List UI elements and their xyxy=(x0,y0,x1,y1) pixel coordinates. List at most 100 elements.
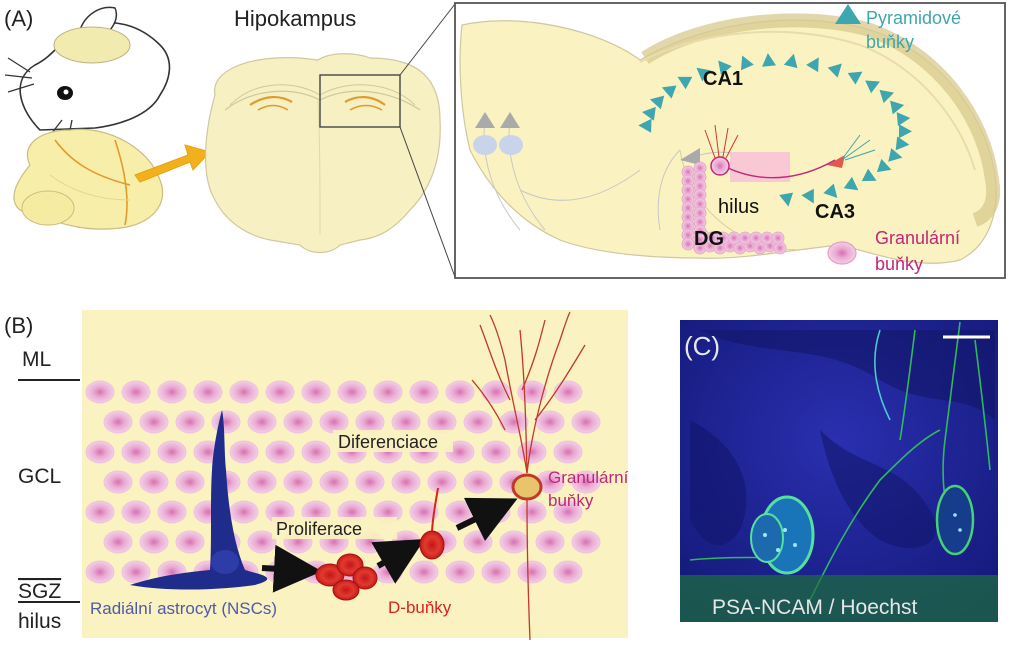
layer-gcl-label: GCL xyxy=(18,465,61,488)
gcl-granule-cell xyxy=(157,380,187,404)
gcl-granule-cell xyxy=(427,470,457,494)
gcl-granule-cell xyxy=(247,530,277,554)
gcl-granule-cell xyxy=(103,410,133,434)
pyramidal-cell xyxy=(801,188,814,204)
gcl-granule-cell xyxy=(283,410,313,434)
dg-granule-cell xyxy=(771,231,785,245)
gcl-granule-cell xyxy=(139,410,169,434)
gcl-granule-cell xyxy=(463,470,493,494)
pyramidal-cell xyxy=(638,118,652,133)
gcl-granule-cell xyxy=(85,380,115,404)
panel-a: (A) Hipokampus xyxy=(4,2,1006,279)
pyramidal-cell xyxy=(865,80,880,94)
granular-legend-icon xyxy=(827,241,857,265)
pyramidal-cell xyxy=(661,85,677,99)
pyramidal-cell xyxy=(741,55,754,71)
orange-arrow xyxy=(134,144,211,183)
pyramidal-cell xyxy=(847,71,863,85)
granular-cells-label-1: Granulární xyxy=(548,468,629,487)
gcl-granule-cell xyxy=(499,530,529,554)
gcl-granule-cell xyxy=(481,440,511,464)
pyramidal-cell xyxy=(898,124,912,139)
layer-hilus-label: hilus xyxy=(18,610,61,633)
panel-c-label: (C) xyxy=(684,331,720,361)
gcl-granule-cell xyxy=(571,530,601,554)
dg-granule-cell xyxy=(681,237,695,251)
radial-astrocyte-label: Radiální astrocyt (NSCs) xyxy=(90,599,277,618)
gcl-granule-cell xyxy=(463,530,493,554)
pyramidal-cell xyxy=(879,89,894,104)
gcl-granule-cell xyxy=(463,410,493,434)
gcl-granule-cell xyxy=(319,470,349,494)
radial-astrocyte xyxy=(130,410,268,590)
gcl-granule-cell xyxy=(355,410,385,434)
pyramidal-cell xyxy=(779,192,794,207)
pyramidal-cell xyxy=(762,53,777,67)
gcl-granule-cell xyxy=(211,410,241,434)
pyramidal-cell xyxy=(827,63,842,78)
gcl-granule-cell xyxy=(139,470,169,494)
dg-granule-cell xyxy=(760,231,774,245)
dentate-gyrus-granule-cells xyxy=(681,161,787,255)
gcl-granule-cell xyxy=(517,560,547,584)
gcl-granule-cell xyxy=(445,380,475,404)
pyramidal-cell xyxy=(641,106,656,121)
pyramidal-cell xyxy=(783,53,798,69)
panel-b: (B) ML GCL SGZ hilus xyxy=(4,310,629,641)
pyramidal-cell xyxy=(895,136,910,151)
gcl-granule-cell xyxy=(121,380,151,404)
gcl-granule-cell xyxy=(103,470,133,494)
gcl-granule-cell xyxy=(409,380,439,404)
gcl-granule-cell xyxy=(337,380,367,404)
pyramidal-cell xyxy=(890,100,905,115)
gcl-granule-cell xyxy=(157,500,187,524)
ca3-label: CA3 xyxy=(815,201,855,223)
hippocampus-detail: CA1 CA3 hilus DG Pyramidové buňky Granul… xyxy=(459,4,1001,274)
granular-label-2: buňky xyxy=(875,254,923,274)
d-cells-label: D-buňky xyxy=(388,598,452,617)
coronal-brain-section xyxy=(204,3,456,278)
mouse-head-illustration xyxy=(4,6,171,143)
gcl-granule-cell xyxy=(553,560,583,584)
granular-cells-label-2: buňky xyxy=(548,491,594,510)
pyramidal-label-1: Pyramidové xyxy=(866,8,961,28)
gcl-granule-cell xyxy=(301,440,331,464)
dg-granule-cell xyxy=(738,231,752,245)
gcl-granule-cell xyxy=(265,440,295,464)
gcl-granule-cell xyxy=(157,440,187,464)
gcl-granule-cell xyxy=(175,470,205,494)
gcl-granule-cell xyxy=(517,500,547,524)
gcl-granule-cell xyxy=(121,560,151,584)
ca1-label: CA1 xyxy=(703,68,743,90)
pyramidal-cell xyxy=(861,168,877,182)
gcl-granule-cell xyxy=(355,470,385,494)
dg-label: DG xyxy=(694,228,724,250)
gcl-granule-cell xyxy=(175,410,205,434)
dg-granule-cell xyxy=(727,231,741,245)
pyramidal-cell xyxy=(896,112,911,127)
gcl-granule-cell xyxy=(103,530,133,554)
gcl-granule-cell xyxy=(265,380,295,404)
gcl-granule-cell xyxy=(139,530,169,554)
gcl-granule-cell xyxy=(319,410,349,434)
gcl-granule-cell xyxy=(409,560,439,584)
pyramidal-cell xyxy=(843,176,859,191)
gcl-granule-cell xyxy=(445,560,475,584)
gcl-granule-cell xyxy=(121,440,151,464)
labeled-cells xyxy=(750,484,975,575)
gcl-granule-cell xyxy=(373,380,403,404)
micrograph-texture xyxy=(690,330,995,549)
lineage-arrows xyxy=(261,497,518,593)
gcl-granule-cell xyxy=(193,380,223,404)
panel-c-caption: PSA-NCAM / Hoechst xyxy=(712,596,918,619)
panel-a-title: Hipokampus xyxy=(234,6,356,31)
differentiation-label: Diferenciace xyxy=(338,432,438,452)
hilus-label: hilus xyxy=(718,196,759,218)
pyramidal-cell xyxy=(696,67,711,82)
proliferation-label: Proliferace xyxy=(276,519,362,539)
zoom-box xyxy=(319,74,401,128)
pyramidal-label-2: buňky xyxy=(866,32,914,52)
gcl-granule-cell xyxy=(391,410,421,434)
gcl-granule-cell xyxy=(247,410,277,434)
